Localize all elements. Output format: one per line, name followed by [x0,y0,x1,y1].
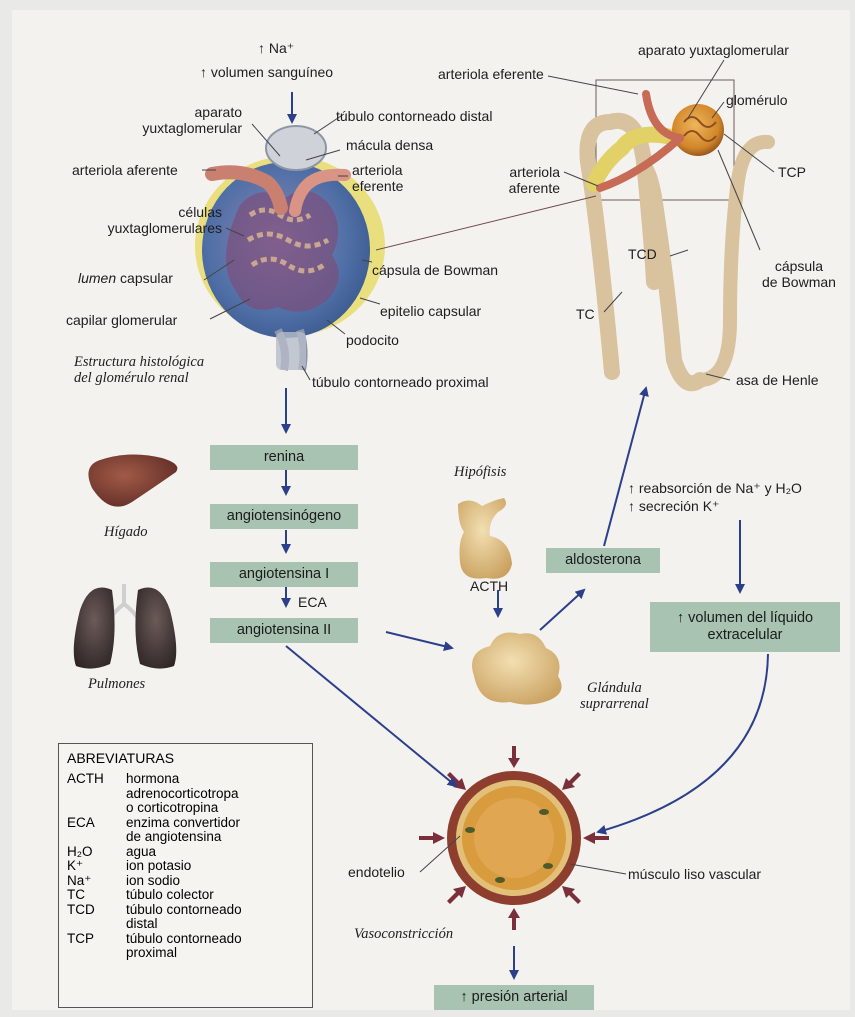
label-eca: ECA [298,594,327,610]
abbreviations-legend: ABREVIATURAS ACTH hormonaadrenocorticotro… [58,743,313,1008]
label-macula-densa: mácula densa [346,137,433,153]
label-tubulo-contorneado-distal: túbulo contorneado distal [336,108,492,124]
label-asa-de-henle: asa de Henle [736,372,819,388]
liver-illustration [88,454,177,506]
box-aldosterona: aldosterona [546,548,660,573]
label-capsula-bowman-glom: cápsula de Bowman [372,262,498,278]
label-celulas-yuxtaglomerulares: célulasyuxtaglomerulares [60,204,222,236]
caption-pulmones: Pulmones [88,676,145,692]
label-arteriola-aferente-nephron: arteriolaaferente [470,164,560,196]
label-glomerulo: glomérulo [726,92,787,108]
abbreviation-key: ACTH [67,772,104,787]
glomerulus-caption: Estructura histológicadel glomérulo rena… [74,354,204,386]
box-angiotensinogeno: angiotensinógeno [210,504,358,529]
label-musculo-liso-vascular: músculo liso vascular [628,866,761,882]
caption-vasoconstriccion: Vasoconstricción [354,926,453,942]
label-tubulo-contorneado-proximal: túbulo contorneado proximal [312,374,489,390]
label-endotelio: endotelio [348,864,405,880]
label-capilar-glomerular: capilar glomerular [66,312,177,328]
label-arteriola-eferente-nephron: arteriola eferente [438,66,544,82]
label-secrecion-potasio: ↑ secreción K⁺ [628,498,719,514]
abbreviation-meaning: ion sodio [126,874,310,889]
abbreviation-meaning: túbulo contorneadoproximal [126,932,310,961]
sodium-increase-label: ↑ Na⁺ [258,40,294,56]
box-renina: renina [210,445,358,470]
blood-volume-increase-label: ↑ volumen sanguíneo [200,64,333,80]
abbreviation-meaning: túbulo colector [126,888,310,903]
box-angiotensina-1: angiotensina I [210,562,358,587]
label-arteriola-eferente-glom: arteriolaeferente [352,162,403,194]
caption-glandula-suprarrenal: Glándulasuprarrenal [580,680,649,712]
label-tcp: TCP [778,164,806,180]
abbreviation-meaning: hormonaadrenocorticotropao corticotropin… [126,772,310,816]
label-aparato-yuxtaglomerular-nephron: aparato yuxtaglomerular [638,42,789,58]
blood-vessel-illustration [419,746,609,930]
nephron-illustration [376,80,768,383]
adrenal-gland-illustration [472,633,562,705]
label-acth: ACTH [470,578,508,594]
abbreviation-key: TC [67,888,85,903]
pituitary-illustration [458,498,512,579]
box-presion-arterial: ↑ presión arterial [434,985,594,1010]
abbreviation-key: H₂O [67,845,93,860]
abbreviation-key: Na⁺ [67,874,91,889]
caption-hipofisis: Hipófisis [454,464,506,480]
label-capsula-bowman-nephron: cápsulade Bowman [762,258,836,290]
label-tc: TC [576,306,595,322]
label-epitelio-capsular: epitelio capsular [380,303,481,319]
label-podocito: podocito [346,332,399,348]
label-aparato-yuxtaglomerular: aparatoyuxtaglomerular [120,104,242,136]
abbreviation-meaning: agua [126,845,310,860]
label-lumen-capsular: lumen capsular [78,270,173,286]
box-volumen-liquido-extracelular: ↑ volumen del líquidoextracelular [650,602,840,652]
abbreviation-meaning: túbulo contorneadodistal [126,903,310,932]
label-arteriola-aferente-glom: arteriola aferente [72,162,178,178]
abbreviations-title: ABREVIATURAS [67,750,174,766]
abbreviation-key: K⁺ [67,859,83,874]
abbreviation-key: ECA [67,816,95,831]
label-tcd: TCD [628,246,657,262]
lungs-illustration [74,584,177,669]
caption-higado: Hígado [104,524,148,540]
label-reabsorcion: ↑ reabsorción de Na⁺ y H₂O [628,480,802,496]
abbreviation-meaning: ion potasio [126,859,310,874]
abbreviation-key: TCP [67,932,94,947]
abbreviation-meaning: enzima convertidorde angiotensina [126,816,310,845]
abbreviation-key: TCD [67,903,95,918]
box-angiotensina-2: angiotensina II [210,618,358,643]
